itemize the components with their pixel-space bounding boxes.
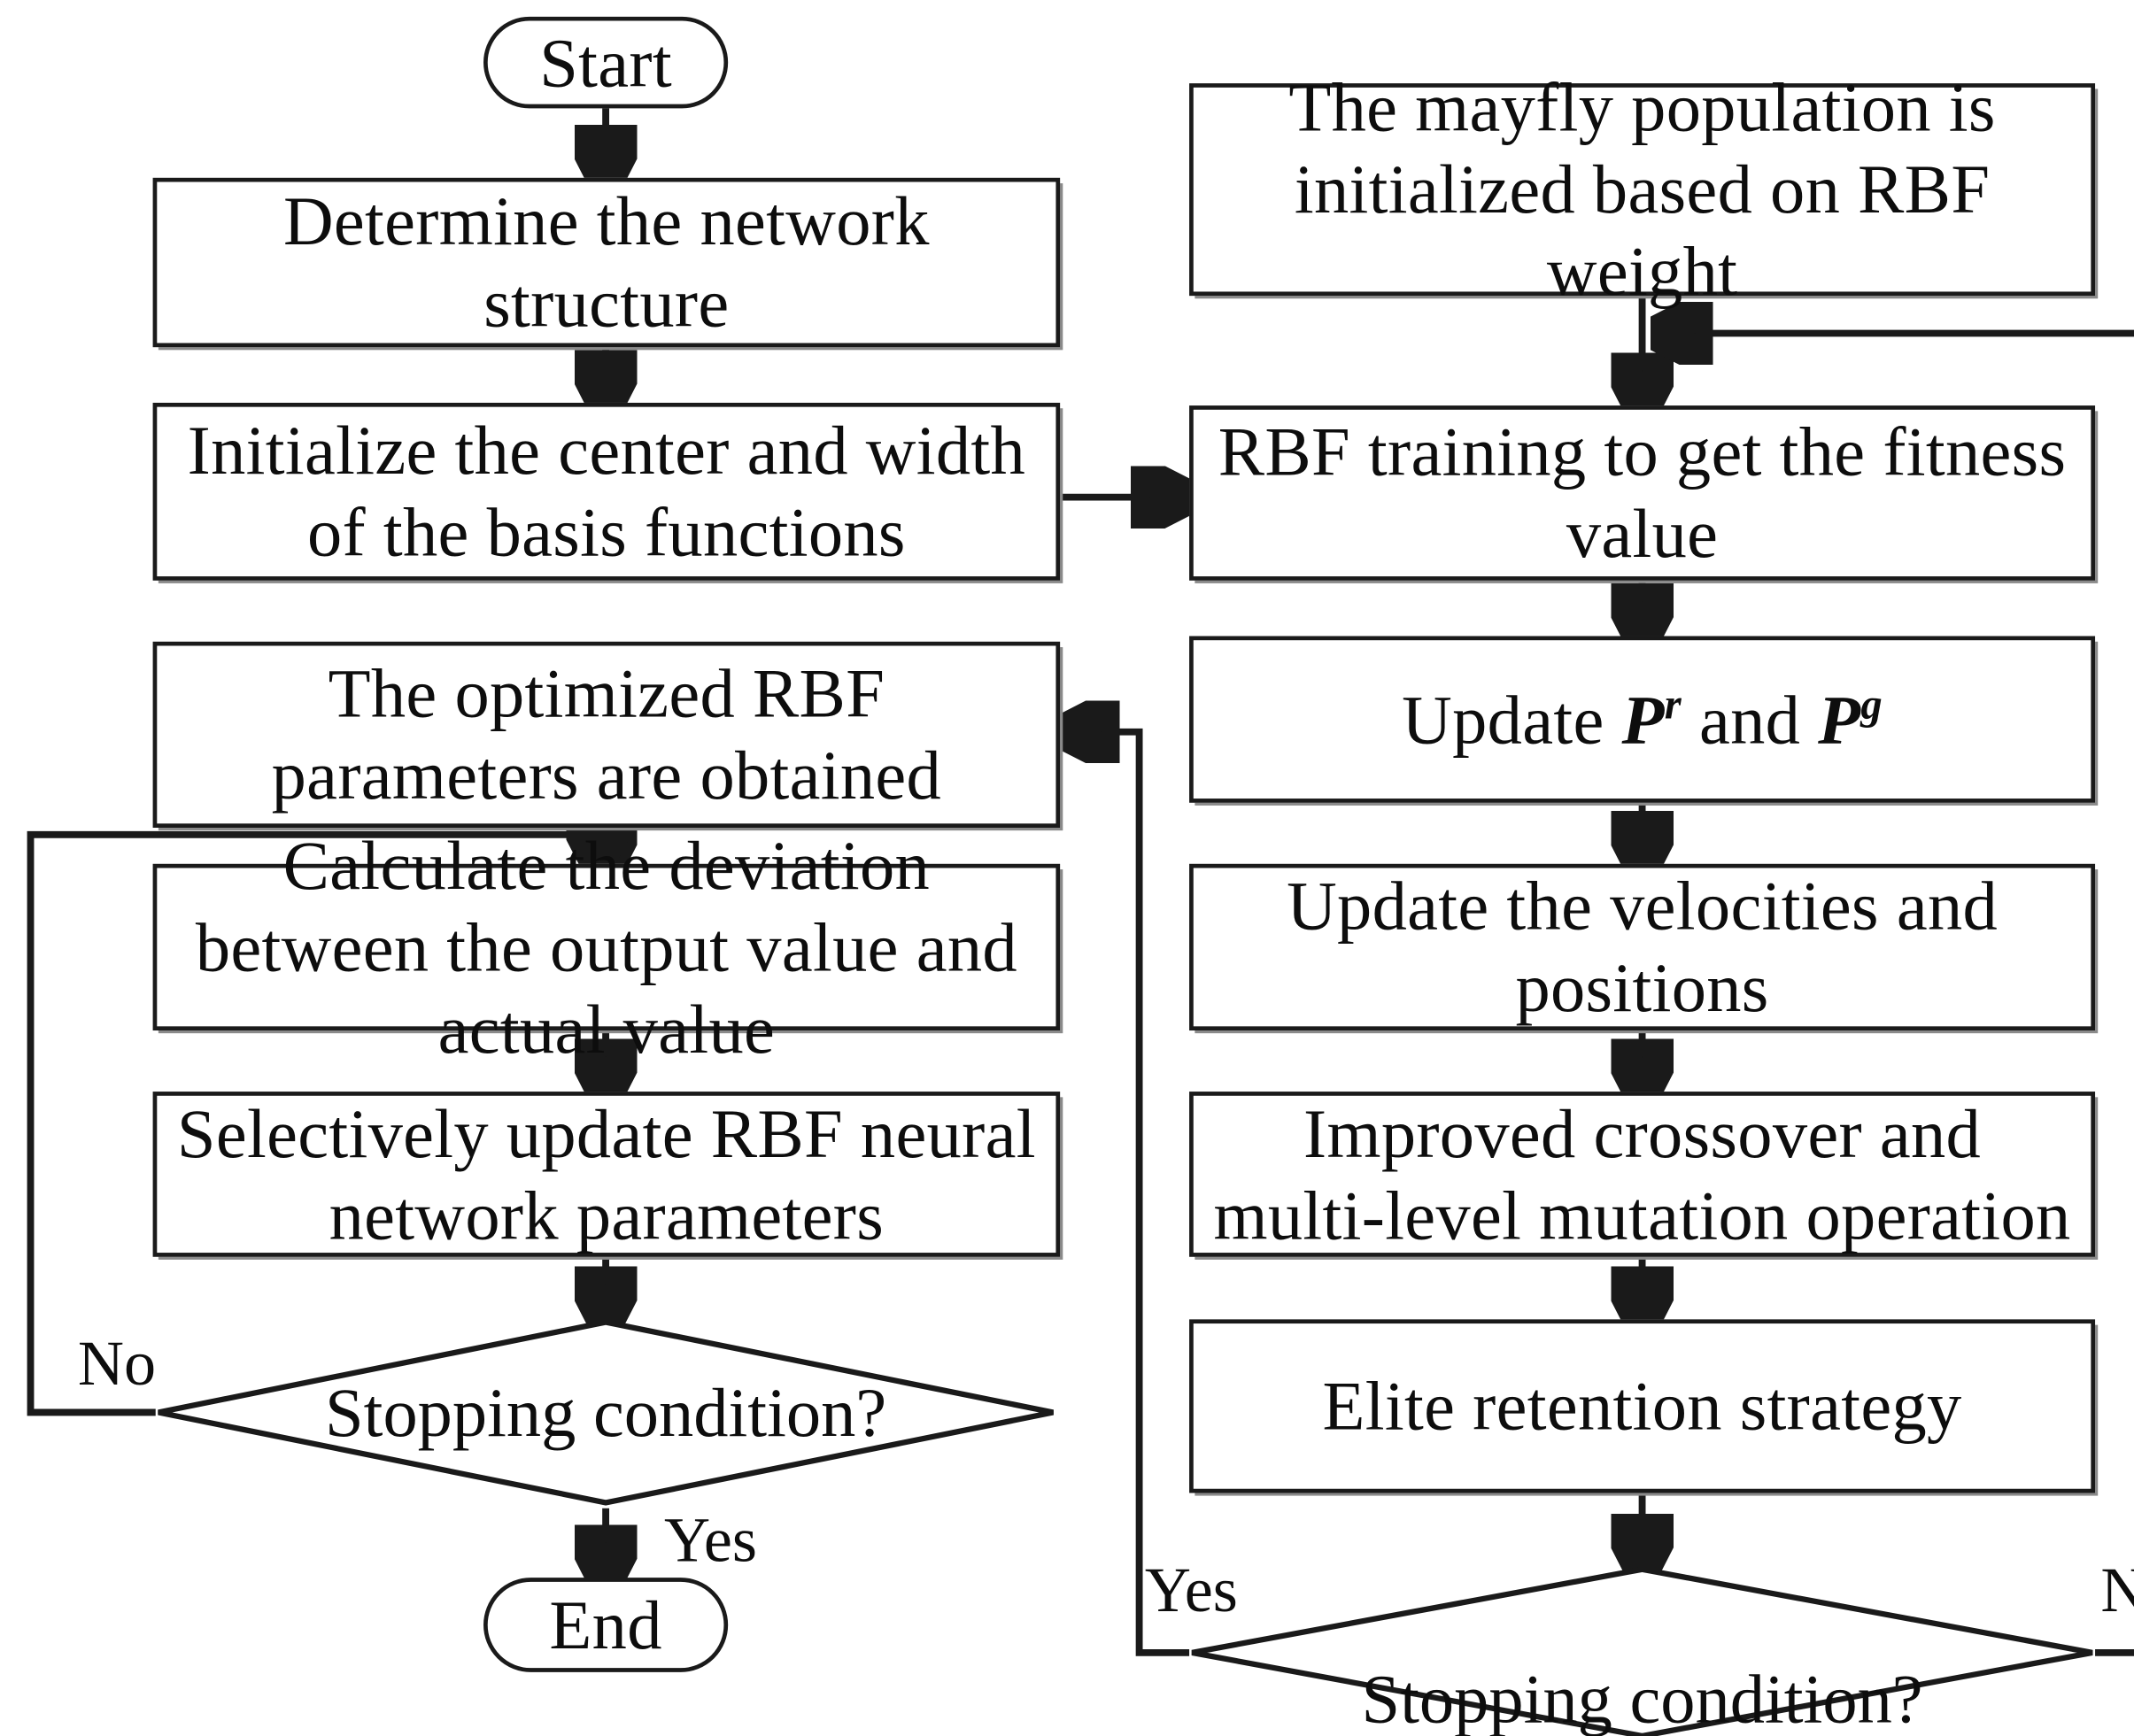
box-optimized-rbf-parameters[interactable]: The optimized RBF parameters are obtaine… xyxy=(152,641,1061,829)
box-selectively-update-rbf-label: Selectively update RBF neural network pa… xyxy=(176,1093,1036,1254)
p-symbol-g: P xyxy=(1818,679,1861,758)
box-mayfly-population-init[interactable]: The mayfly population is initialized bas… xyxy=(1189,68,2096,310)
start-label: Start xyxy=(539,22,672,101)
decision-diamond-shape-left xyxy=(158,1319,1054,1506)
decision-stopping-condition-left[interactable]: Stopping condition? xyxy=(156,1319,1056,1506)
update-prefix: Update xyxy=(1402,679,1622,758)
end-label: End xyxy=(549,1585,662,1663)
box-initialize-center-width-label: Initialize the center and width of the b… xyxy=(187,411,1026,571)
box-elite-retention-strategy-label: Elite retention strategy xyxy=(1322,1366,1962,1445)
box-determine-network-structure-label: Determine the network structure xyxy=(282,181,930,342)
end-terminal[interactable]: End xyxy=(483,1578,729,1672)
box-calculate-deviation[interactable]: Calculate the deviation between the outp… xyxy=(152,826,1061,1068)
p-symbol-r: P xyxy=(1621,679,1665,758)
decision-diamond-shape-right xyxy=(1191,1566,2093,1736)
update-conjunction: and xyxy=(1682,679,1819,758)
box-update-pr-pg[interactable]: Update Pr and Pg xyxy=(1189,636,2096,803)
box-mayfly-population-init-label: The mayfly population is initialized bas… xyxy=(1288,67,1996,310)
edge-left-no-feedback xyxy=(27,835,598,1416)
box-improved-crossover-mutation-label: Improved crossover and multi-level mutat… xyxy=(1213,1093,2071,1254)
edge-right-yes-to-optimized xyxy=(1067,732,1190,1656)
box-initialize-center-width[interactable]: Initialize the center and width of the b… xyxy=(152,402,1061,581)
box-rbf-training-fitness[interactable]: RBF training to get the fitness value xyxy=(1189,405,2096,581)
superscript-r: r xyxy=(1664,678,1682,728)
box-improved-crossover-mutation[interactable]: Improved crossover and multi-level mutat… xyxy=(1189,1092,2096,1257)
edge-label-left-yes: Yes xyxy=(663,1504,758,1576)
edge-label-right-yes: Yes xyxy=(1144,1554,1238,1625)
box-update-pr-pg-label: Update Pr and Pg xyxy=(1402,678,1883,760)
box-update-velocities-positions[interactable]: Update the velocities and positions xyxy=(1189,863,2096,1031)
edge-label-right-no: No xyxy=(2100,1553,2134,1626)
edge-label-left-no: No xyxy=(77,1327,157,1399)
box-determine-network-structure[interactable]: Determine the network structure xyxy=(152,177,1061,348)
box-elite-retention-strategy[interactable]: Elite retention strategy xyxy=(1189,1319,2096,1493)
edge-right-no-feedback xyxy=(1660,334,2134,1656)
decision-stopping-condition-right[interactable]: Stopping condition? xyxy=(1189,1566,2095,1736)
box-optimized-rbf-parameters-label: The optimized RBF parameters are obtaine… xyxy=(271,653,942,814)
start-terminal[interactable]: Start xyxy=(483,16,729,109)
box-selectively-update-rbf[interactable]: Selectively update RBF neural network pa… xyxy=(152,1092,1061,1257)
box-rbf-training-fitness-label: RBF training to get the fitness value xyxy=(1218,412,2067,573)
superscript-g: g xyxy=(1860,678,1883,728)
box-update-velocities-positions-label: Update the velocities and positions xyxy=(1287,866,1999,1027)
box-calculate-deviation-label: Calculate the deviation between the outp… xyxy=(195,825,1017,1068)
